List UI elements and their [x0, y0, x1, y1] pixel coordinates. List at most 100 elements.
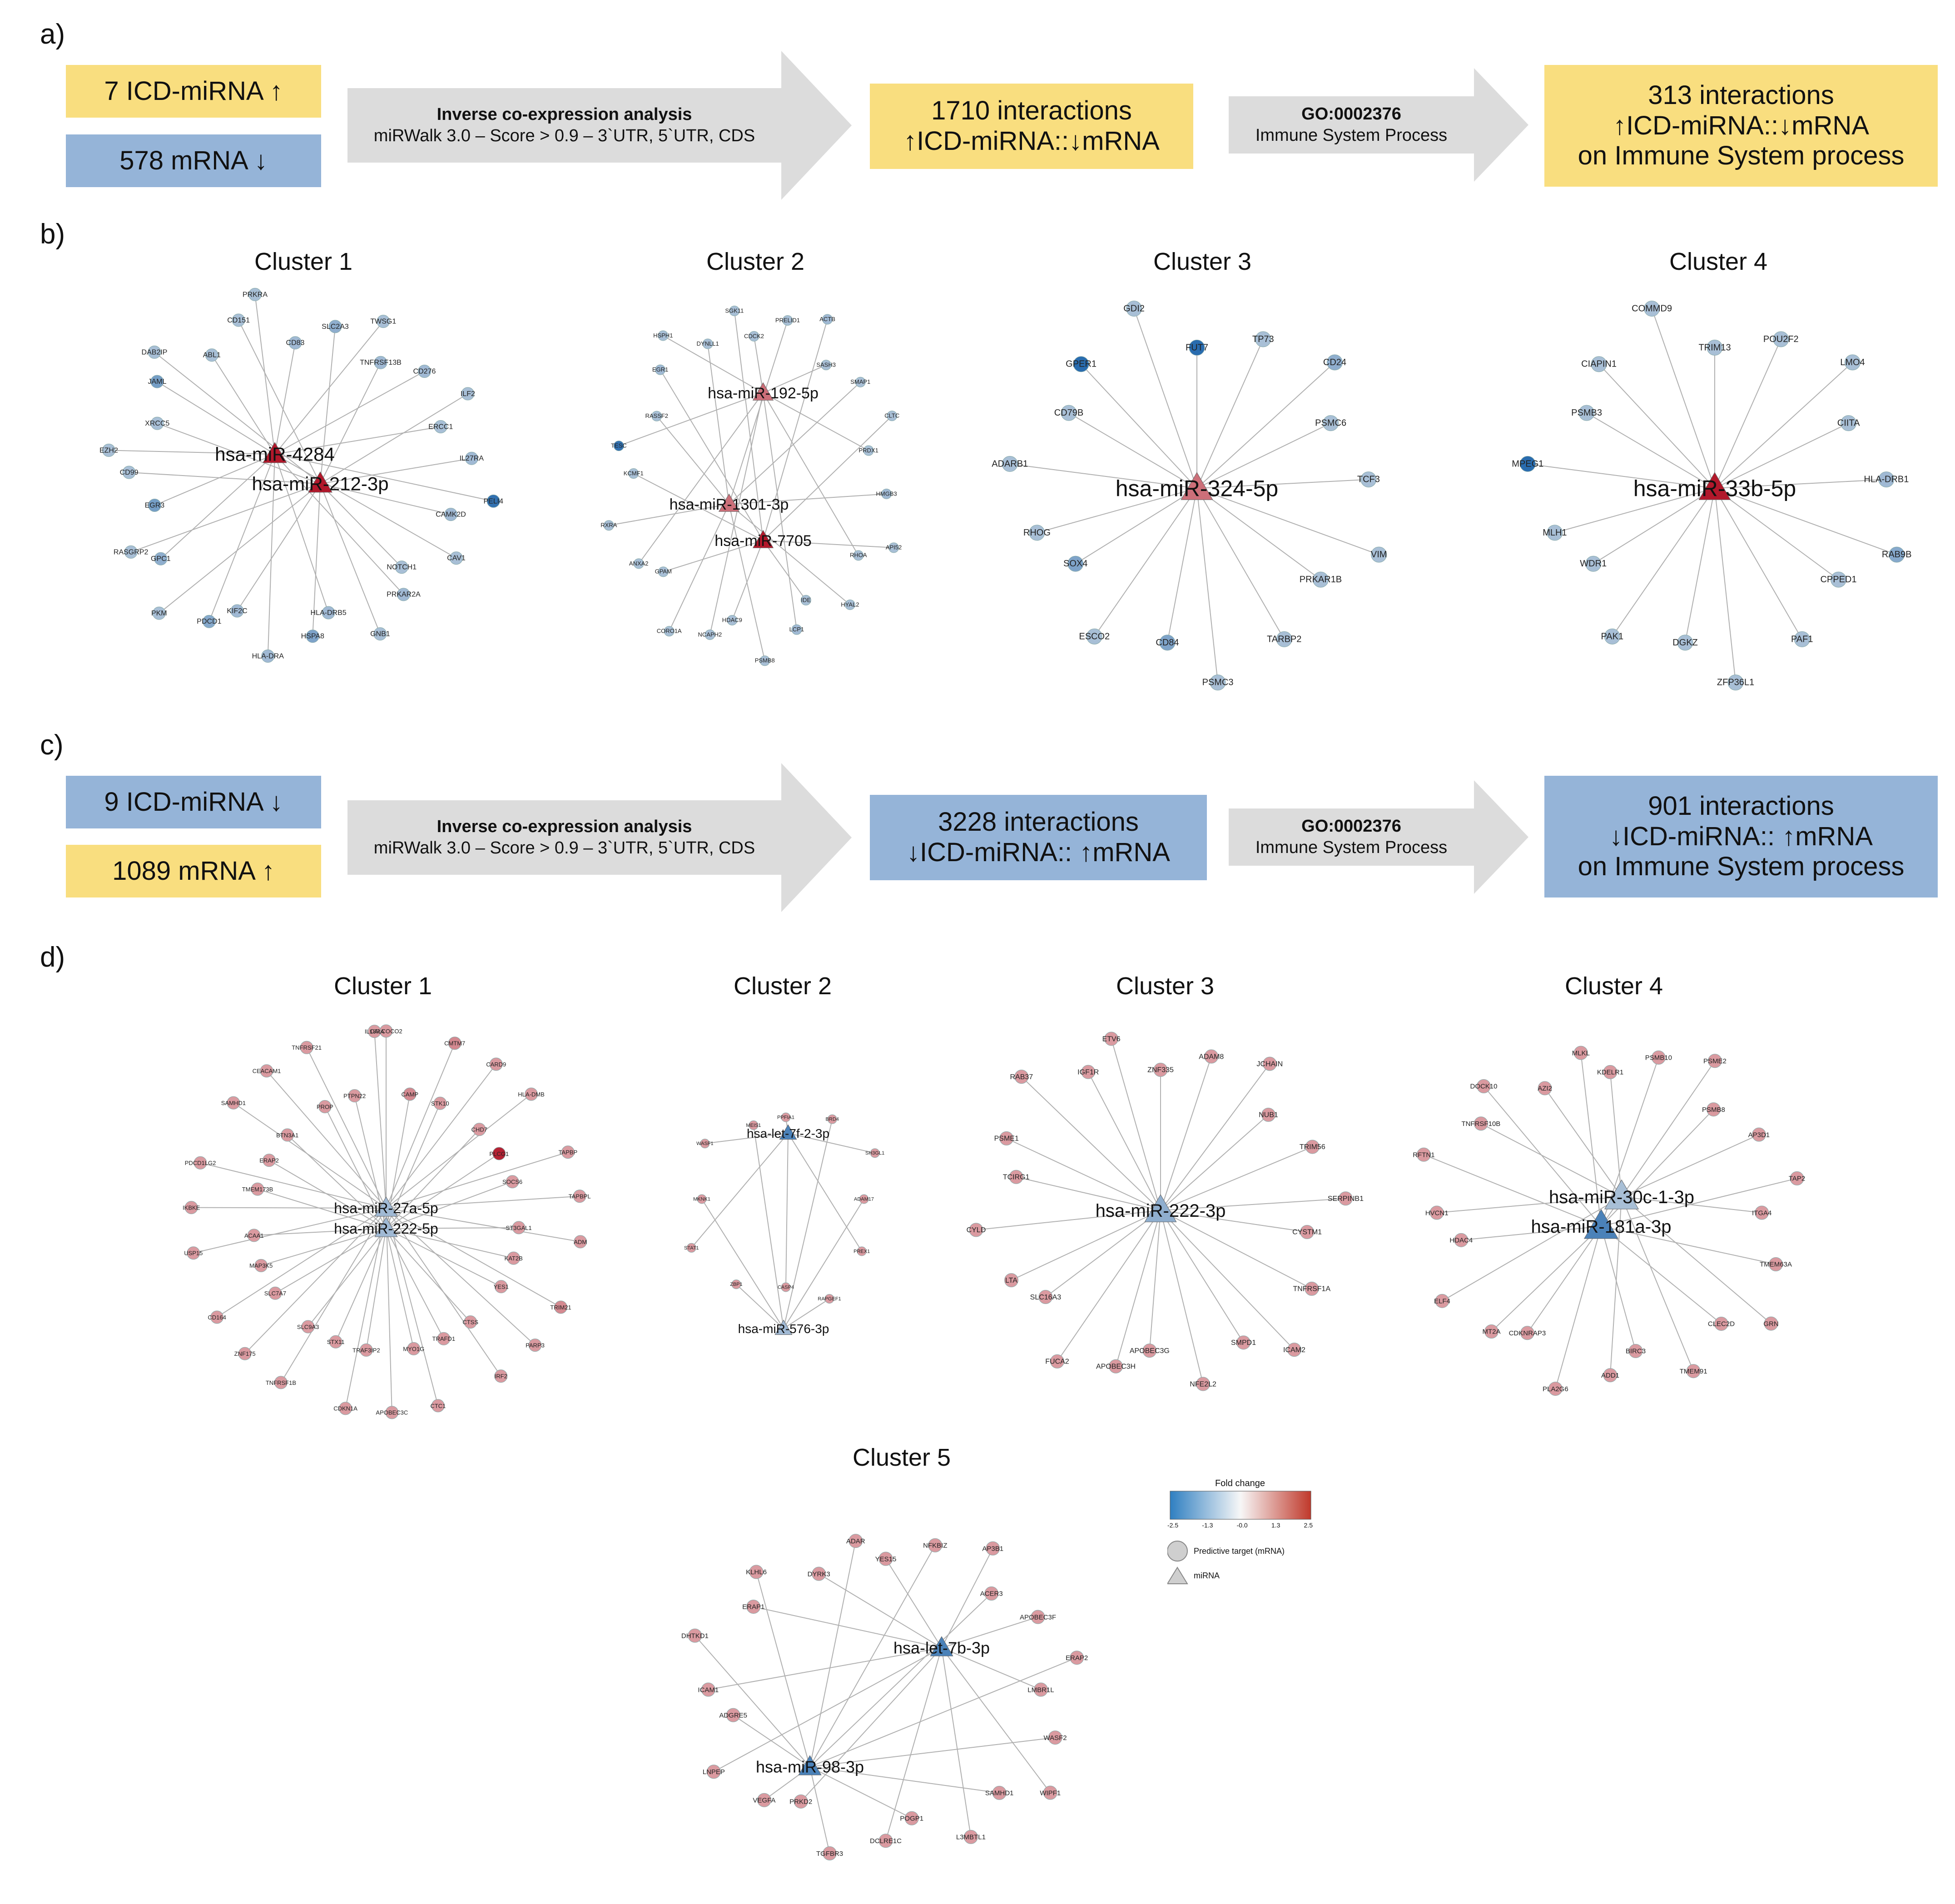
target-label: SGK11 — [725, 307, 744, 314]
target-label: EZH2 — [99, 446, 118, 454]
network-edge — [386, 1208, 581, 1242]
network-edge — [788, 1133, 863, 1252]
target-label: HMGB3 — [876, 490, 897, 497]
target-label: IL18RA — [365, 1028, 385, 1035]
target-node — [603, 520, 614, 531]
target-node — [1189, 339, 1205, 356]
panel-a-result-box: 1710 interactions ↑ICD-miRNA::↓mRNA — [870, 84, 1193, 169]
network-edge — [267, 454, 275, 656]
mirna-label: hsa-miR-1301-3p — [670, 496, 789, 513]
target-label: FUT7 — [1186, 342, 1208, 352]
target-node — [855, 377, 866, 387]
target-label: POU2F2 — [1763, 334, 1799, 344]
network-edge — [1160, 1210, 1244, 1343]
network-edge — [819, 1573, 942, 1648]
target-node — [1287, 1343, 1301, 1357]
target-label: PROP — [317, 1103, 333, 1110]
arrow-subtitle: Immune System Process — [1255, 838, 1448, 857]
target-label: TWSG1 — [370, 318, 396, 326]
target-label: KAT2B — [505, 1255, 523, 1262]
target-node — [1538, 1081, 1552, 1096]
target-node — [184, 1201, 198, 1215]
target-label: JCHAIN — [1256, 1060, 1283, 1068]
target-node — [261, 650, 275, 663]
target-node — [1104, 1031, 1119, 1046]
target-label: GPER1 — [1066, 359, 1097, 369]
target-node — [433, 1096, 447, 1110]
cluster-title: Cluster 4 — [1564, 972, 1663, 1000]
target-label: NFE2L2 — [1190, 1380, 1216, 1388]
network-edge — [1111, 1038, 1161, 1211]
target-label: ACTB — [819, 316, 835, 322]
network-edge — [941, 1647, 972, 1837]
network-edge — [1160, 1114, 1269, 1211]
network-edge — [763, 540, 807, 601]
target-label: CLTC — [884, 412, 899, 419]
target-node — [1548, 1382, 1563, 1396]
target-label: LCP1 — [789, 626, 804, 633]
legend-tick: 2.5 — [1304, 1522, 1313, 1529]
target-node — [888, 542, 899, 553]
target-node — [878, 1552, 893, 1566]
target-node — [986, 1541, 1000, 1556]
network-edge — [1621, 1196, 1762, 1213]
target-node — [1628, 1344, 1643, 1358]
target-label: HSPA8 — [301, 633, 324, 640]
target-node — [1033, 1682, 1048, 1697]
target-node — [431, 1399, 445, 1413]
network-edge — [345, 1208, 387, 1409]
target-node — [205, 348, 218, 362]
target-label: STAT1 — [684, 1245, 699, 1251]
target-label: CARD9 — [486, 1061, 506, 1068]
target-node — [749, 331, 759, 342]
network-edge — [274, 321, 384, 455]
network-edge — [211, 355, 275, 455]
network-edge — [1437, 1196, 1622, 1213]
target-node — [254, 1259, 268, 1272]
final-line-2: ↑ICD-miRNA::↓mRNA — [1613, 110, 1869, 140]
target-label: TAPBP — [558, 1149, 577, 1156]
target-node — [1004, 1273, 1018, 1288]
target-node — [1707, 339, 1723, 356]
target-node — [154, 552, 168, 565]
target-node — [1204, 1049, 1219, 1064]
target-node — [1070, 1651, 1084, 1665]
target-node — [512, 1221, 526, 1235]
network-edge — [1714, 422, 1849, 489]
mirna-node — [1181, 472, 1213, 500]
target-label: PSMB8 — [1702, 1106, 1725, 1114]
target-label: TNFRSF13B — [360, 359, 402, 367]
target-node — [1086, 628, 1102, 645]
target-label: ADAR — [846, 1537, 865, 1545]
target-node — [395, 560, 408, 574]
network-edge — [763, 392, 869, 451]
network-edge — [1016, 1176, 1161, 1211]
panel-c-down-mirna-label: 9 ICD-miRNA ↓ — [104, 787, 283, 817]
target-node — [746, 1599, 761, 1614]
target-label: TMEM173B — [242, 1186, 273, 1193]
mirna-label: hsa-miR-33b-5p — [1633, 476, 1796, 501]
target-node — [812, 1567, 826, 1581]
network-edge — [160, 454, 275, 560]
target-node — [574, 1235, 587, 1249]
target-label: VIM — [1371, 550, 1387, 560]
network-edge — [308, 1228, 387, 1327]
network-edge — [809, 1657, 1077, 1767]
target-node — [1677, 635, 1693, 651]
network-edge — [244, 1208, 387, 1354]
target-label: RAPGEF1 — [818, 1296, 841, 1302]
target-node — [984, 1586, 999, 1601]
target-node — [726, 1708, 740, 1722]
target-node — [800, 595, 811, 605]
panel-d-letter: d) — [40, 942, 65, 973]
target-node — [1727, 674, 1744, 691]
target-label: CD84 — [1156, 638, 1179, 648]
arrow-shape-icon — [1229, 68, 1528, 182]
target-label: SLC7A7 — [264, 1290, 286, 1297]
fold-change-legend: Fold change -2.5 -1.3 -0.0 1.3 2.5 Predi… — [1167, 1478, 1317, 1587]
network-edge — [885, 1558, 942, 1648]
network-edge — [809, 1737, 1056, 1767]
target-label: TNFRSF21 — [292, 1044, 322, 1051]
target-label: CIAPIN1 — [1581, 359, 1617, 369]
target-label: MKNK1 — [693, 1197, 710, 1202]
